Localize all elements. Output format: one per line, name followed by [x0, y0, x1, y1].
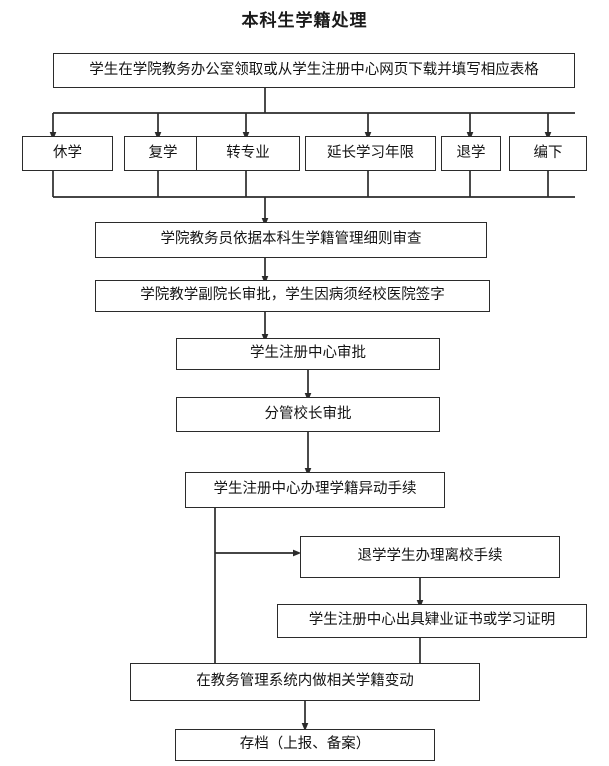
node-withdraw-leave-school[interactable]: 退学学生办理离校手续 — [300, 536, 560, 578]
node-start-form-label: 学生在学院教务办公室领取或从学生注册中心网页下载并填写相应表格 — [89, 61, 539, 78]
node-start-form[interactable]: 学生在学院教务办公室领取或从学生注册中心网页下载并填写相应表格 — [53, 53, 575, 88]
node-option-resume-label: 复学 — [148, 144, 178, 161]
node-approve-registration-center-label: 学生注册中心审批 — [250, 345, 366, 362]
node-option-change-major[interactable]: 转专业 — [196, 136, 300, 171]
node-review-secretary[interactable]: 学院教务员依据本科生学籍管理细则审查 — [95, 222, 487, 258]
node-approve-vice-president[interactable]: 分管校长审批 — [176, 397, 440, 432]
node-option-suspend-label: 休学 — [53, 144, 82, 161]
node-archive-label: 存档（上报、备案） — [239, 736, 371, 753]
node-option-withdraw-label: 退学 — [456, 144, 486, 161]
node-option-suspend[interactable]: 休学 — [22, 136, 113, 171]
node-approve-vice-dean-label: 学院教学副院长审批，学生因病须经校医院签字 — [140, 287, 445, 304]
node-issue-certificate-label: 学生注册中心出具肄业证书或学习证明 — [308, 612, 556, 629]
node-option-extend-study[interactable]: 延长学习年限 — [305, 136, 436, 171]
node-review-secretary-label: 学院教务员依据本科生学籍管理细则审查 — [160, 231, 422, 248]
page-title: 本科生学籍处理 — [241, 11, 368, 31]
node-process-status-change[interactable]: 学生注册中心办理学籍异动手续 — [185, 472, 445, 508]
node-withdraw-leave-school-label: 退学学生办理离校手续 — [357, 548, 503, 565]
node-approve-vice-dean[interactable]: 学院教学副院长审批，学生因病须经校医院签字 — [95, 280, 490, 312]
node-system-update-label: 在教务管理系统内做相关学籍变动 — [196, 673, 414, 690]
node-option-withdraw[interactable]: 退学 — [441, 136, 501, 171]
node-approve-vice-president-label: 分管校长审批 — [264, 405, 352, 422]
node-option-extend-study-label: 延长学习年限 — [327, 144, 414, 161]
node-option-resume[interactable]: 复学 — [124, 136, 202, 171]
node-issue-certificate[interactable]: 学生注册中心出具肄业证书或学习证明 — [277, 604, 587, 638]
node-option-demote[interactable]: 编下 — [509, 136, 587, 171]
node-approve-registration-center[interactable]: 学生注册中心审批 — [176, 338, 440, 370]
node-process-status-change-label: 学生注册中心办理学籍异动手续 — [213, 481, 417, 498]
node-archive[interactable]: 存档（上报、备案） — [175, 729, 435, 761]
node-option-change-major-label: 转专业 — [226, 144, 270, 161]
node-option-demote-label: 编下 — [533, 144, 563, 161]
node-system-update[interactable]: 在教务管理系统内做相关学籍变动 — [130, 663, 480, 701]
